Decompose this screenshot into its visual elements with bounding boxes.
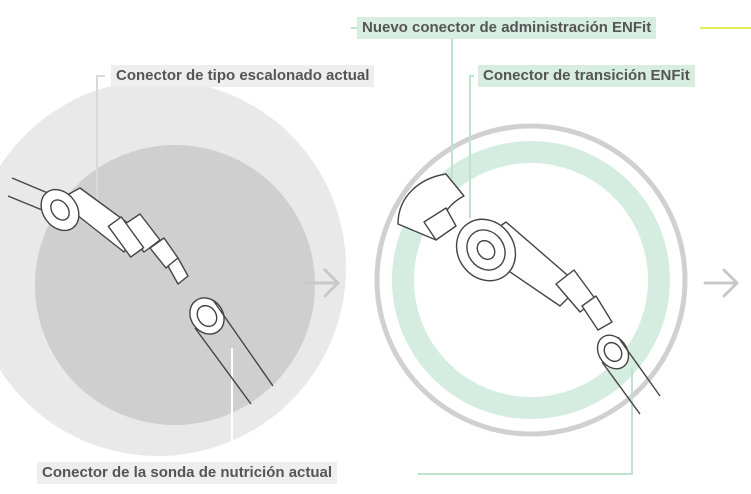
left-tube-line (194, 327, 252, 405)
left-tube-line (212, 299, 274, 387)
right-tube-line (601, 361, 641, 415)
right-tube-line (617, 336, 661, 397)
left-stepped-connector (7, 177, 274, 405)
admin-connector-flange (423, 207, 457, 241)
left-inner-circle (35, 145, 315, 425)
left-connector-bore (50, 199, 70, 221)
left-connector-ridge (107, 216, 145, 258)
right-circle-group (374, 123, 688, 437)
left-connector-step3 (167, 257, 189, 285)
transition-connector-bore (476, 239, 496, 261)
arrow-right-icon (703, 268, 739, 298)
arrow-right-icon (304, 268, 340, 298)
transition-connector-tip (581, 295, 613, 331)
label-current-tube-connector: Conector de la sonda de nutrición actual (37, 462, 338, 484)
left-tube-connector-bore (196, 304, 218, 328)
flow-arrows (304, 268, 739, 298)
leader-current-stepped (96, 75, 105, 230)
leader-transition (469, 75, 474, 218)
right-green-ring (392, 141, 670, 419)
left-tube-line (7, 195, 48, 213)
right-outer-ring (374, 123, 688, 437)
label-transition-connector: Conector de transición ENFit (478, 65, 695, 87)
label-new-admin-connector: Nuevo conector de administración ENFit (357, 17, 657, 39)
label-current-stepped-connector: Conector de tipo escalonado actual (111, 65, 375, 87)
right-tube-connector-bore (603, 341, 623, 363)
right-enfit-connectors (397, 173, 661, 415)
